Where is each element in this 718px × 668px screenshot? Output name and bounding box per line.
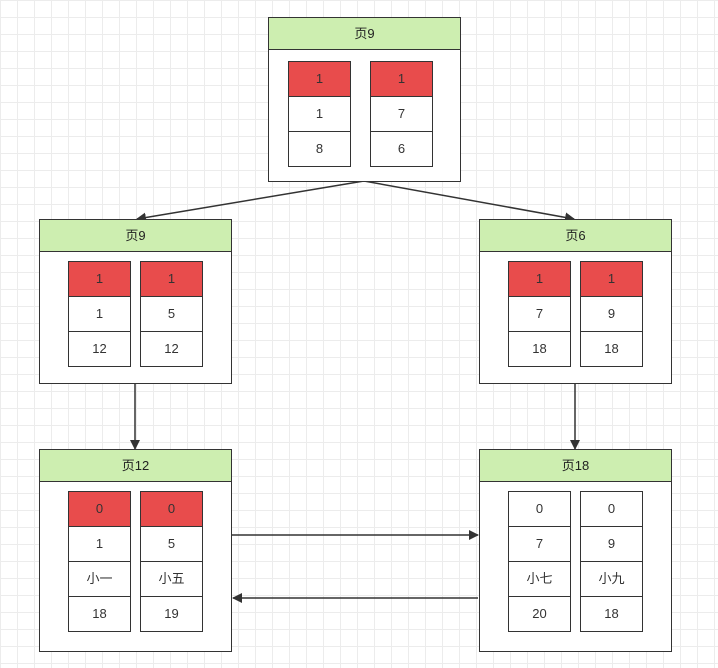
page-title: 页9: [40, 220, 231, 252]
record-key-cell: 5: [141, 296, 202, 331]
record-flag-cell: 1: [141, 262, 202, 296]
record-flag-cell: 0: [607, 501, 616, 516]
record-key-cell: 1: [69, 296, 130, 331]
record-flag-cell: 1: [69, 262, 130, 296]
record: 1 7 6: [370, 61, 433, 167]
record: 0 1 小一 18: [68, 491, 131, 632]
record-page-cell: 8: [289, 131, 350, 166]
record-page-cell: 12: [141, 331, 202, 366]
record: 1 1 12: [68, 261, 131, 367]
record-name-cell: 小一: [69, 561, 130, 596]
arrow-root-to-mid-right: [363, 180, 575, 223]
page-node-mid-right: 页6 1 7 18 1 9 18: [479, 219, 672, 384]
page-node-leaf-right: 页18 0 7 小七 20 0 9 小九 18: [479, 449, 672, 652]
record-id-cell: 7: [509, 526, 570, 561]
page-title: 页9: [269, 18, 460, 50]
page-title: 页6: [480, 220, 671, 252]
record-id-cell: 9: [581, 526, 642, 561]
page-node-leaf-left: 页12 0 1 小一 18 0 5 小五 19: [39, 449, 232, 652]
arrow-root-to-mid-left: [136, 180, 365, 223]
record-flag-cell: 1: [581, 262, 642, 296]
record-key-cell: 1: [289, 96, 350, 131]
record-flag-cell: 0: [535, 501, 544, 516]
record: 0 5 小五 19: [140, 491, 203, 632]
record-age-cell: 18: [581, 596, 642, 631]
record-flag-cell: 0: [69, 492, 130, 526]
page-node-mid-left: 页9 1 1 12 1 5 12: [39, 219, 232, 384]
record-age-cell: 18: [69, 596, 130, 631]
record: 1 9 18: [580, 261, 643, 367]
record-name-cell: 小五: [141, 561, 202, 596]
record-page-cell: 18: [509, 331, 570, 366]
record: 0 7 小七 20: [508, 491, 571, 632]
record-id-cell: 5: [141, 526, 202, 561]
record-flag-cell: 0: [141, 492, 202, 526]
record-name-cell: 小七: [509, 561, 570, 596]
record-flag-cell: 1: [289, 62, 350, 96]
record: 1 5 12: [140, 261, 203, 367]
page-title: 页18: [480, 450, 671, 482]
record: 1 7 18: [508, 261, 571, 367]
record-age-cell: 19: [141, 596, 202, 631]
record-page-cell: 6: [371, 131, 432, 166]
record-key-cell: 7: [509, 296, 570, 331]
record-flag-cell: 1: [509, 262, 570, 296]
page-title: 页12: [40, 450, 231, 482]
record-flag-cell: 1: [371, 62, 432, 96]
record-key-cell: 7: [371, 96, 432, 131]
record: 1 1 8: [288, 61, 351, 167]
record-name-cell: 小九: [581, 561, 642, 596]
record: 0 9 小九 18: [580, 491, 643, 632]
page-node-root: 页9 1 1 8 1 7 6: [268, 17, 461, 182]
record-age-cell: 20: [509, 596, 570, 631]
record-key-cell: 9: [581, 296, 642, 331]
record-id-cell: 1: [69, 526, 130, 561]
record-page-cell: 12: [69, 331, 130, 366]
record-page-cell: 18: [581, 331, 642, 366]
